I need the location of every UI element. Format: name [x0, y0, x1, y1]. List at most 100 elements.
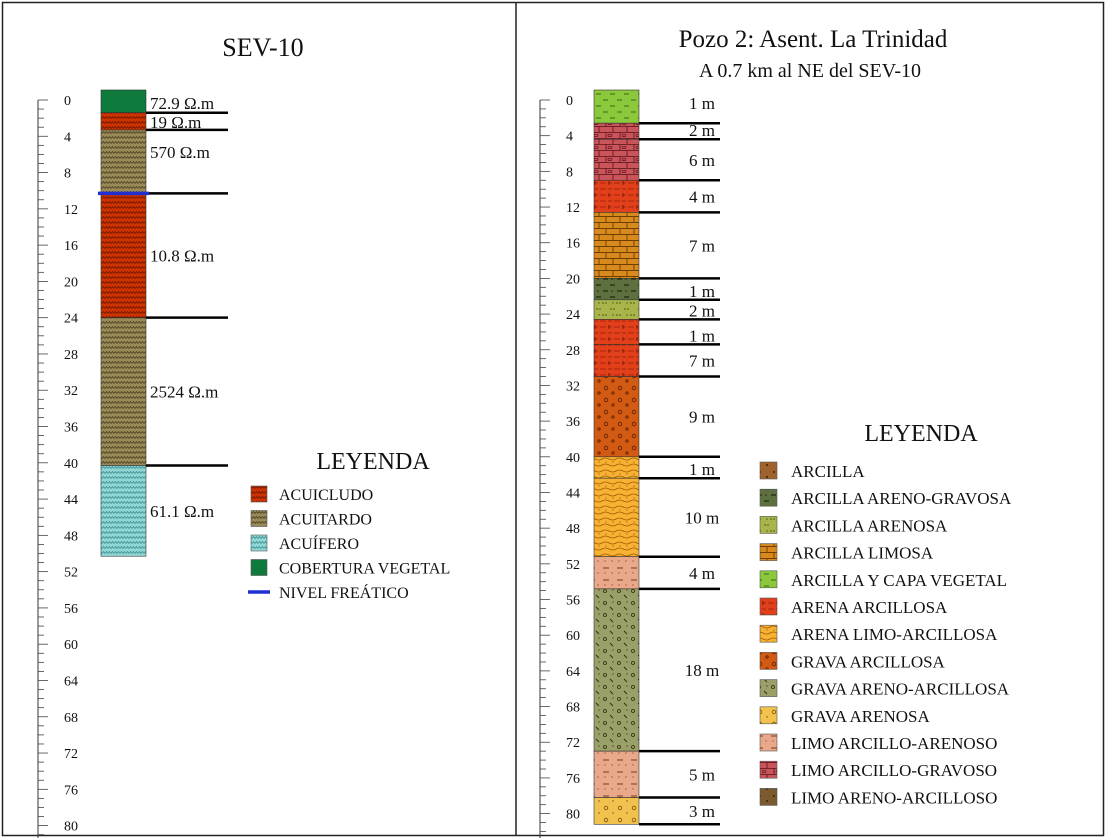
legend-label: GRAVA ARCILLOSA	[791, 652, 946, 671]
legend-label: NIVEL FREÁTICO	[279, 583, 409, 602]
pozo-depth-label: 68	[566, 701, 580, 716]
pozo-layer-grava_arenosa	[593, 797, 640, 825]
pozo-thickness-label: 6 m	[689, 151, 715, 170]
pozo-thickness-label: 5 m	[689, 765, 715, 784]
pozo-depth-label: 80	[566, 808, 580, 823]
legend-label: ARCILLA ARENOSA	[791, 516, 948, 535]
legend-swatch-grava_areno_arcillosa	[759, 679, 778, 697]
legend-swatch-grava_arcillosa	[759, 652, 778, 670]
pozo-depth-label: 28	[566, 344, 580, 359]
pozo-depth-label: 12	[566, 201, 580, 216]
sev-depth-label: 56	[64, 602, 78, 617]
legend-swatch-limo_arcillo_arenoso	[759, 733, 778, 752]
pozo-legend-title: LEYENDA	[864, 421, 978, 447]
sev-depth-label: 52	[64, 566, 78, 581]
pozo-layer-arena_arcillosa	[593, 344, 640, 377]
legend-label: ARCILLA	[791, 462, 865, 481]
legend-label: ARCILLA ARENO-GRAVOSA	[791, 489, 1012, 508]
pozo-column-panel: 0481216202428323640444852566064687276808…	[539, 89, 720, 838]
sev-layer-acuicludo	[100, 112, 147, 131]
pozo-depth-label: 44	[566, 486, 580, 501]
legend-label: LIMO ARCILLO-ARENOSO	[791, 734, 997, 753]
pozo-depth-label: 0	[566, 94, 573, 109]
legend-label: ARCILLA LIMOSA	[791, 544, 934, 563]
sev-depth-label: 20	[64, 275, 78, 290]
pozo-depth-label: 24	[566, 308, 580, 323]
sev-resistivity-label: 2524 Ω.m	[150, 383, 218, 402]
sev-depth-label: 60	[64, 638, 78, 653]
pozo-layer-arena_limo_arcillosa	[593, 456, 640, 479]
sev-depth-label: 40	[64, 457, 78, 472]
pozo-depth-label: 48	[566, 522, 580, 537]
legend-swatch-arena_arcillosa	[759, 597, 778, 616]
pozo-depth-label: 76	[566, 772, 580, 787]
sev-layer-acuitardo	[100, 317, 147, 466]
pozo-layer-limo_arcillo_gravoso	[593, 138, 640, 181]
sev-depth-label: 36	[64, 421, 78, 436]
sev-depth-label: 28	[64, 348, 78, 363]
sev-column-panel: 0481216202428323640444852566064687276808…	[37, 89, 228, 838]
pozo-legend: ARCILLA ARCILLA ARENO-GRAVOSA ARCILLA AREN…	[759, 461, 1012, 807]
sev-depth-label: 76	[64, 783, 78, 798]
pozo-thickness-label: 9 m	[689, 408, 715, 427]
pozo-layer-arena_limo_arcillosa	[593, 477, 640, 558]
pozo-layer-limo_arcillo_arenoso	[593, 556, 640, 590]
sev-depth-label: 16	[64, 239, 78, 254]
sev-depth-label: 8	[64, 167, 71, 182]
pozo-depth-label: 8	[566, 165, 573, 180]
sev-depth-label: 68	[64, 711, 78, 726]
legend-swatch-arcilla_capa_vegetal	[759, 570, 778, 589]
pozo-layer-limo_arcillo_gravoso	[593, 122, 640, 140]
sev-depth-label: 32	[64, 384, 78, 399]
pozo-depth-label: 56	[566, 594, 580, 609]
sev-depth-label: 12	[64, 203, 78, 218]
pozo-thickness-label: 1 m	[689, 326, 715, 345]
legend-swatch-limo_arcillo_gravoso	[759, 760, 778, 779]
pozo-thickness-label: 7 m	[689, 351, 715, 370]
legend-swatch-acuicludo	[250, 485, 268, 503]
sev-depth-label: 24	[64, 312, 78, 327]
pozo-thickness-label: 4 m	[689, 187, 715, 206]
legend-swatch-arena_limo_arcillosa	[759, 624, 778, 643]
pozo-subtitle: A 0.7 km al NE del SEV-10	[699, 60, 921, 82]
legend-label: ACUICLUDO	[279, 487, 373, 504]
pozo-thickness-label: 3 m	[689, 802, 715, 821]
legend-swatch-cobertura	[250, 559, 268, 576]
pozo-layer-limo_arcillo_arenoso	[593, 750, 640, 798]
pozo-depth-label: 64	[566, 665, 580, 680]
sev-title: SEV-10	[222, 33, 303, 62]
sev-resistivity-label: 61.1 Ω.m	[150, 502, 214, 521]
legend-label: LIMO ARCILLO-GRAVOSO	[791, 761, 997, 780]
pozo-thickness-label: 7 m	[689, 236, 715, 255]
legend-swatch-arcilla_limosa	[759, 543, 778, 561]
pozo-thickness-label: 18 m	[685, 661, 719, 680]
pozo-thickness-label: 1 m	[689, 94, 715, 113]
legend-label: ARCILLA Y CAPA VEGETAL	[791, 571, 1007, 590]
sev-resistivity-label: 10.8 Ω.m	[150, 247, 214, 266]
pozo-depth-label: 16	[566, 237, 580, 252]
pozo-thickness-label: 1 m	[689, 460, 715, 479]
sev-resistivity-label: 570 Ω.m	[150, 143, 210, 162]
pozo-depth-label: 4	[566, 130, 573, 145]
sev-resistivity-label: 72.9 Ω.m	[150, 94, 214, 113]
sev-legend-title: LEYENDA	[316, 449, 430, 475]
pozo-thickness-label: 10 m	[685, 508, 719, 527]
sev-layer-cobertura	[100, 89, 147, 113]
sev-depth-label: 48	[64, 529, 78, 544]
legend-swatch-arcilla_areno_gravosa	[759, 488, 778, 507]
legend-swatch-acuifero	[250, 534, 268, 552]
pozo-layer-arcilla_arenosa	[593, 299, 640, 320]
legend-swatch-acuitardo	[250, 510, 268, 527]
legend-swatch-arcilla_arenosa	[759, 516, 778, 534]
pozo-depth-label: 36	[566, 415, 580, 430]
pozo-layer-arcilla_capa_vegetal	[593, 89, 640, 124]
sev-depth-label: 80	[64, 820, 78, 835]
sev-depth-label: 4	[64, 130, 71, 145]
pozo-layer-grava_arcillosa	[593, 376, 640, 458]
pozo-depth-label: 72	[566, 736, 580, 751]
legend-swatch-limo_areno_arcilloso	[759, 788, 778, 806]
pozo-layer-arcilla_areno_gravosa	[593, 278, 640, 301]
legend-label: ACUITARDO	[279, 512, 372, 529]
